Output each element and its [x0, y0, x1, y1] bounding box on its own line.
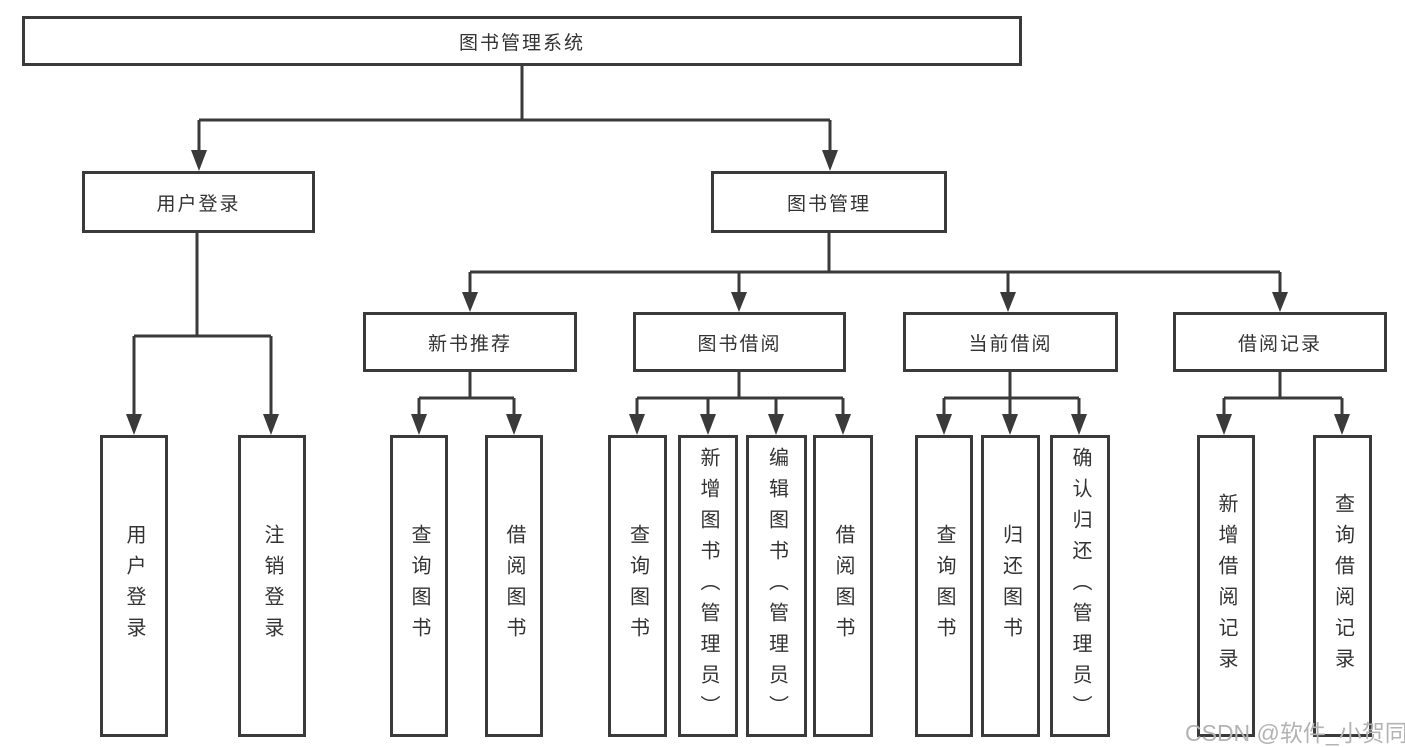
leaf-return-books: 归还图书 [981, 435, 1040, 737]
leaf-borrow-books: 借阅图书 [813, 435, 873, 737]
node-label: 图书管理 [786, 193, 871, 215]
node-label: 编辑图书（管理员） [765, 446, 788, 726]
node-new-book-recommend: 新书推荐 [363, 312, 577, 372]
leaf-logout: 注销登录 [238, 435, 306, 737]
node-label: 查询借阅记录 [1331, 493, 1354, 679]
node-label: 查询图书 [933, 524, 955, 648]
node-label: 新增借阅记录 [1215, 493, 1237, 679]
node-label: 归还图书 [999, 524, 1022, 648]
node-label: 查询图书 [626, 524, 649, 648]
node-label: 借阅图书 [832, 524, 854, 648]
node-label: 用户登录 [156, 193, 241, 215]
node-label: 新书推荐 [427, 333, 512, 355]
node-label: 借阅图书 [503, 524, 525, 648]
node-library-management-system: 图书管理系统 [22, 16, 1022, 66]
node-current-borrow: 当前借阅 [903, 312, 1118, 372]
leaf-query-borrow-record: 查询借阅记录 [1313, 435, 1372, 737]
csdn-watermark: CSDN @软件_小贺同学 [1185, 720, 1405, 746]
leaf-add-books-admin: 新增图书（管理员） [678, 435, 738, 737]
arrowheads [126, 150, 1350, 435]
leaf-query-books-current: 查询图书 [915, 435, 973, 737]
leaf-edit-books-admin: 编辑图书（管理员） [746, 435, 807, 737]
node-book-borrow: 图书借阅 [633, 312, 846, 372]
node-label: 查询图书 [408, 524, 430, 648]
leaf-add-borrow-record: 新增借阅记录 [1197, 435, 1255, 737]
leaf-query-books-borrow: 查询图书 [608, 435, 667, 737]
node-label: 借阅记录 [1237, 333, 1322, 355]
node-label: 图书借阅 [697, 333, 782, 355]
node-label: 用户登录 [123, 524, 145, 648]
leaf-borrow-books-recommend: 借阅图书 [485, 435, 543, 737]
node-book-management: 图书管理 [711, 171, 947, 233]
node-label: 图书管理系统 [458, 32, 585, 54]
node-label: 当前借阅 [968, 333, 1053, 355]
leaf-query-books-recommend: 查询图书 [390, 435, 448, 737]
node-user-login: 用户登录 [82, 171, 315, 233]
node-borrow-records: 借阅记录 [1173, 312, 1387, 372]
leaf-user-login: 用户登录 [100, 435, 168, 737]
node-label: 注销登录 [261, 524, 283, 648]
node-label: 新增图书（管理员） [697, 446, 719, 726]
leaf-confirm-return-admin: 确认归还（管理员） [1050, 435, 1110, 737]
node-label: 确认归还（管理员） [1069, 446, 1091, 726]
